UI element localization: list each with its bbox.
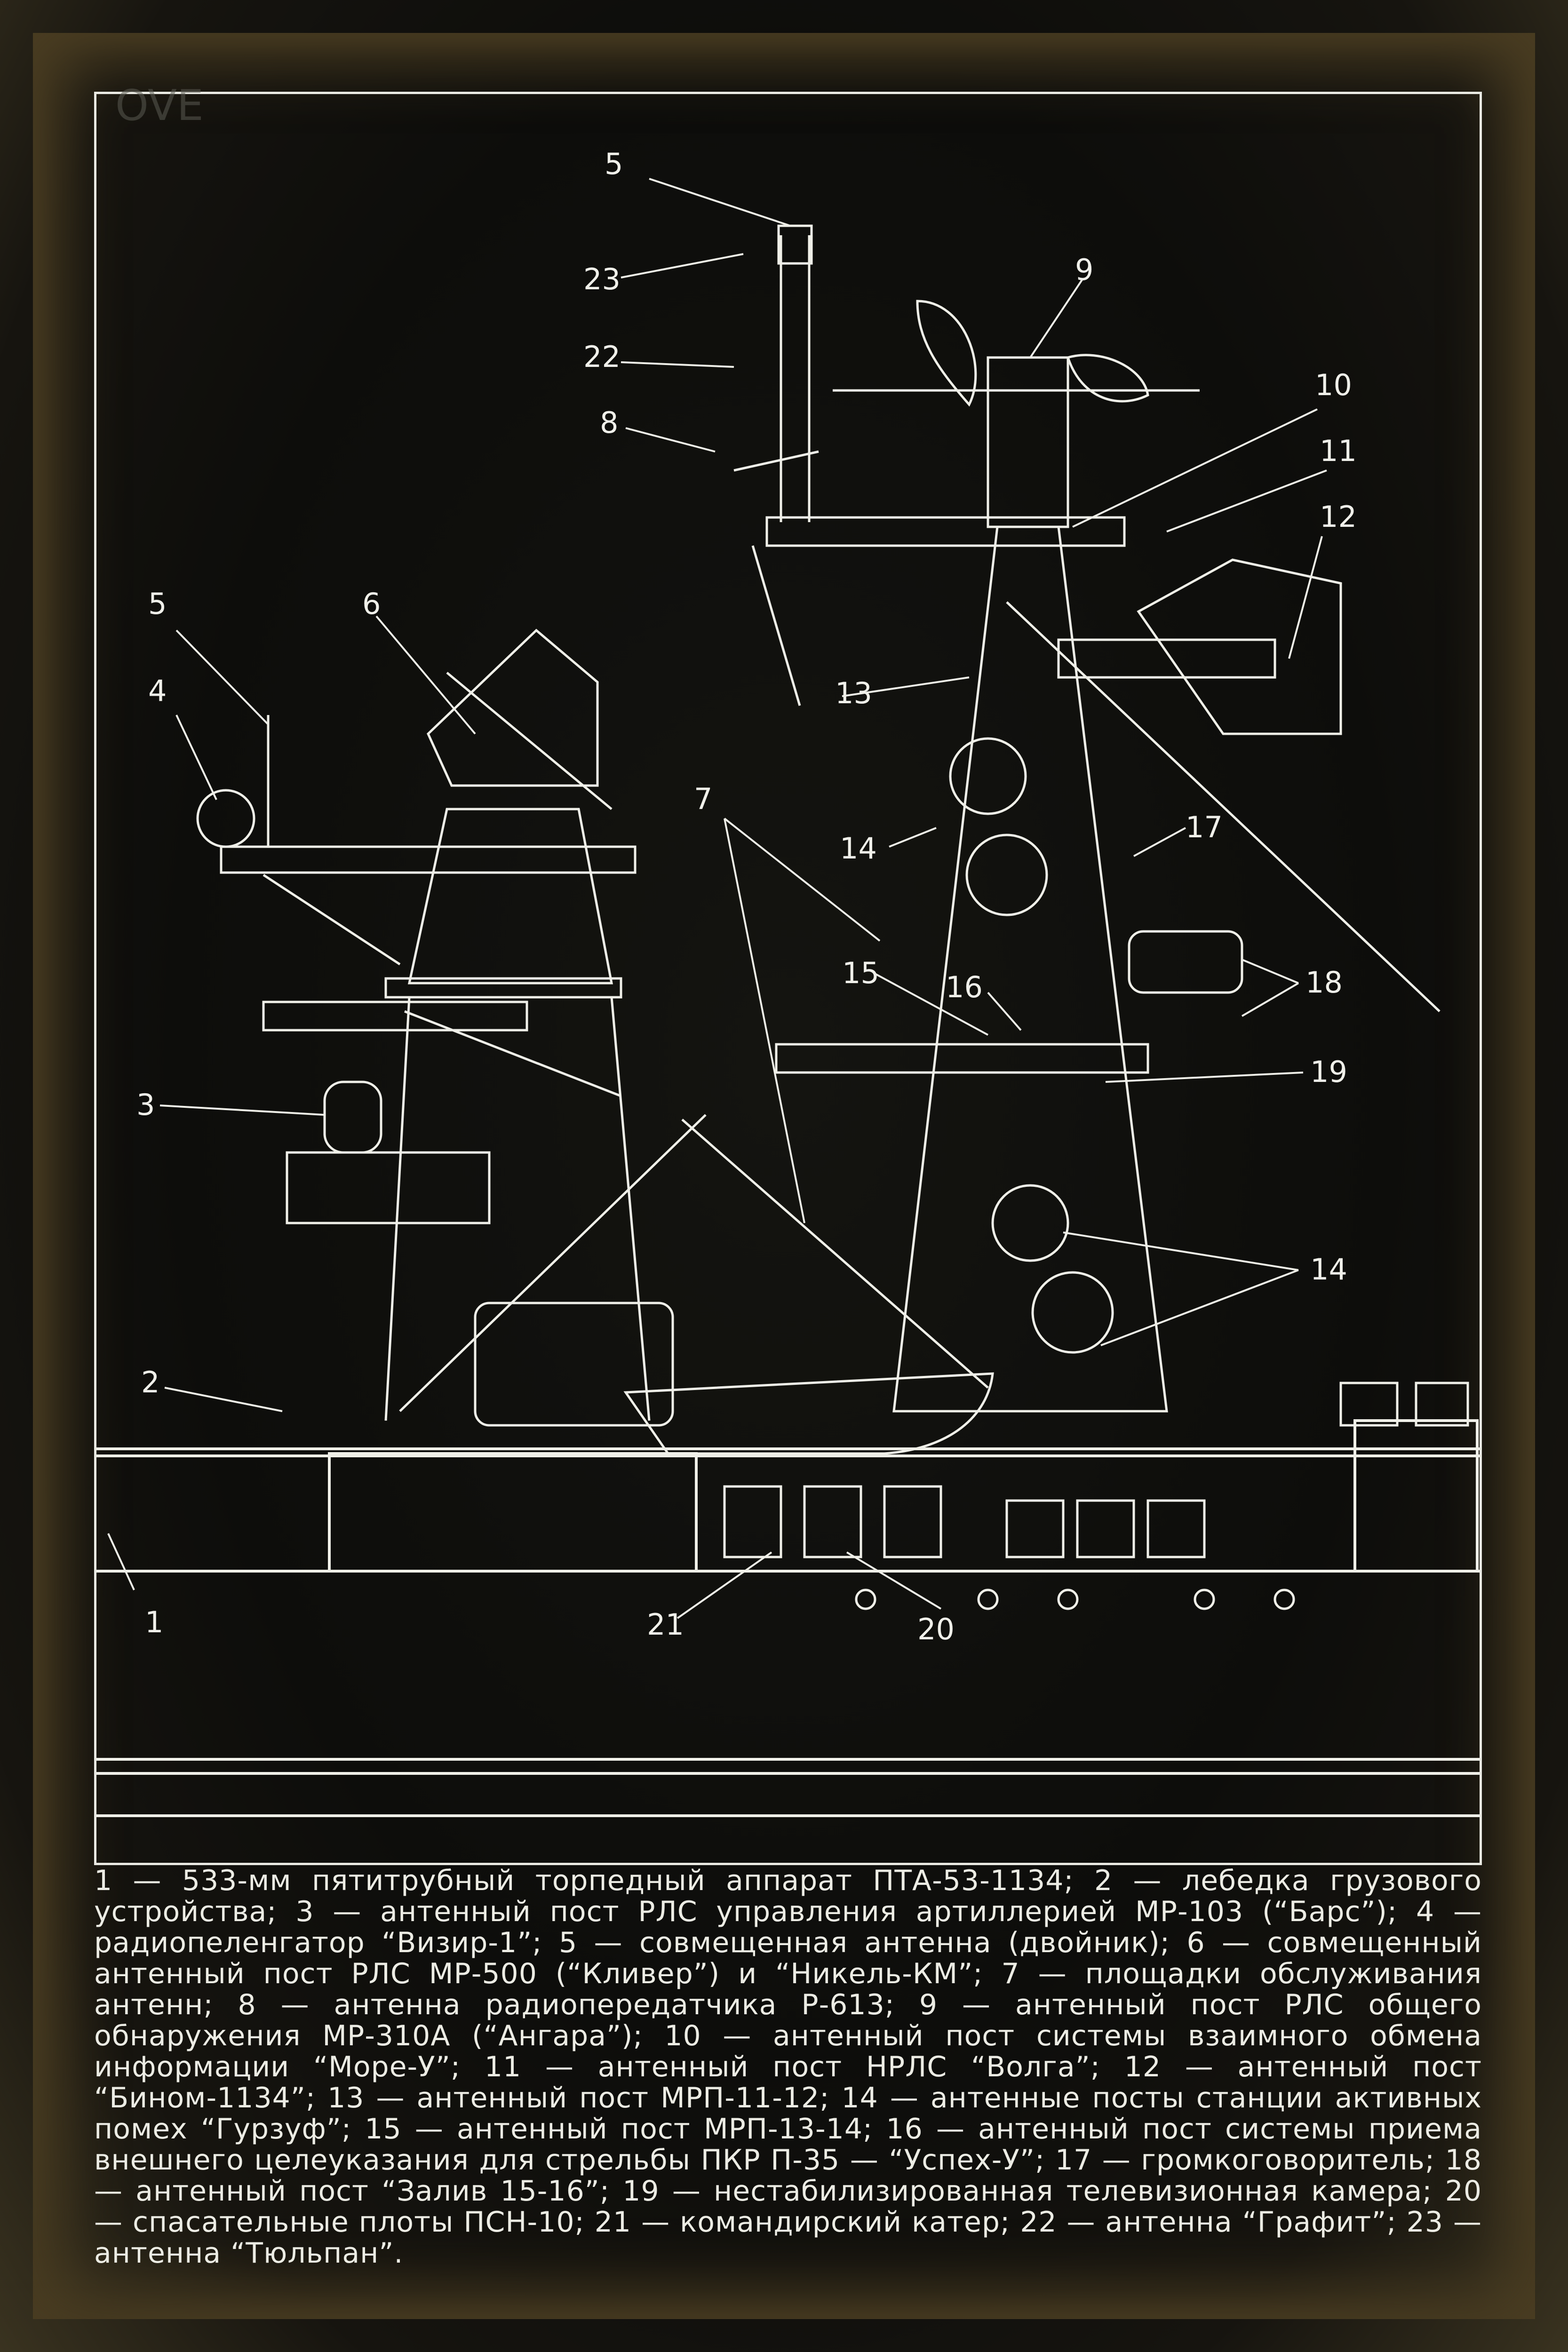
callout-19: 19 bbox=[1310, 1055, 1347, 1089]
commander-boat bbox=[623, 1372, 994, 1455]
main-mast bbox=[399, 224, 1441, 1413]
callout-11: 11 bbox=[1320, 434, 1357, 468]
callout-6: 6 bbox=[362, 587, 381, 621]
callout-21: 21 bbox=[647, 1607, 684, 1642]
life-rafts bbox=[723, 1382, 1469, 1558]
callout-5-top: 5 bbox=[605, 147, 623, 181]
drawing-frame bbox=[94, 92, 1482, 1865]
leader-lines bbox=[107, 178, 1327, 1619]
callout-15: 15 bbox=[842, 956, 879, 990]
callout-2: 2 bbox=[141, 1365, 159, 1399]
callout-1: 1 bbox=[145, 1605, 163, 1639]
callout-9: 9 bbox=[1075, 253, 1093, 287]
corner-scratch-text: OVE bbox=[115, 81, 204, 130]
callout-5-left: 5 bbox=[148, 587, 167, 621]
callout-12: 12 bbox=[1320, 500, 1357, 534]
forward-superstructure bbox=[196, 628, 674, 1427]
portholes bbox=[855, 1589, 1295, 1610]
callout-8: 8 bbox=[600, 405, 618, 440]
callout-14-lower: 14 bbox=[1310, 1252, 1347, 1287]
callout-20: 20 bbox=[917, 1612, 955, 1646]
callout-16: 16 bbox=[946, 970, 983, 1004]
callout-22: 22 bbox=[583, 340, 621, 374]
callout-23: 23 bbox=[583, 262, 621, 296]
callout-17: 17 bbox=[1186, 810, 1223, 844]
callout-numbers: 1 2 3 4 5 5 6 7 8 9 10 11 12 13 14 14 15… bbox=[136, 147, 1357, 1646]
legend-caption: 1 — 533-мм пятитрубный торпедный аппарат… bbox=[94, 1864, 1482, 2270]
hull-lines bbox=[96, 1419, 1480, 1817]
callout-18: 18 bbox=[1305, 965, 1343, 1000]
callout-3: 3 bbox=[136, 1088, 155, 1122]
callout-10: 10 bbox=[1315, 368, 1352, 402]
callout-4: 4 bbox=[148, 674, 167, 708]
callout-13: 13 bbox=[835, 676, 872, 710]
callout-7: 7 bbox=[694, 782, 712, 816]
callout-14-upper: 14 bbox=[840, 831, 877, 866]
